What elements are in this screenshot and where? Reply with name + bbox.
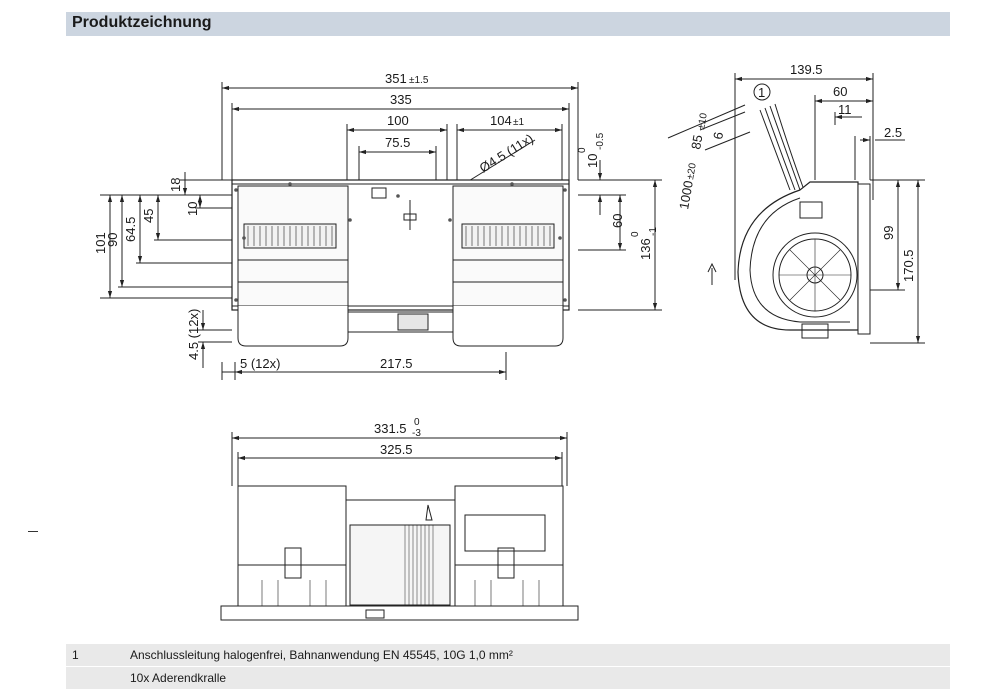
legend-text: Anschlussleitung halogenfrei, Bahnanwend…: [124, 644, 950, 667]
section-title: Produktzeichnung: [72, 14, 212, 31]
dim-10-left: 10: [185, 202, 200, 216]
legend-row: 10x Aderendkralle: [66, 666, 950, 690]
dim-75-5: 75.5: [385, 135, 410, 150]
dim-85: 85: [688, 134, 705, 151]
edge-mark: [28, 531, 38, 532]
callout-1: 1: [758, 85, 765, 100]
dim-331-5: 331.5: [374, 421, 407, 436]
dim-136-tol-lower: -1: [648, 227, 659, 236]
dim-64-5: 64.5: [123, 217, 138, 242]
dim-331-5-tol-lower: -3: [412, 428, 421, 439]
product-drawing: 351 ±1.5 335 100 75.5 104 ±1 Ø4.5 (11x) …: [93, 62, 925, 621]
dim-101: 101: [93, 232, 108, 254]
dim-104-tol: ±1: [513, 117, 524, 128]
dim-10-tol-lower: -0.5: [595, 132, 606, 150]
dim-hole: Ø4.5 (11x): [477, 131, 536, 176]
dim-170-5: 170.5: [901, 249, 916, 282]
dim-1000: 1000: [676, 179, 696, 210]
dim-11: 11: [838, 102, 852, 117]
front-view: [100, 82, 662, 380]
legend-text: 10x Aderendkralle: [124, 666, 950, 690]
legend-number: [66, 666, 124, 690]
dim-85-tol: ±10: [696, 112, 710, 131]
dim-2-5: 2.5: [884, 125, 902, 140]
dim-45: 45: [141, 209, 156, 223]
dim-5: 5 (12x): [240, 356, 280, 371]
dim-60-side: 60: [833, 84, 847, 99]
dim-90: 90: [105, 233, 120, 247]
side-view: [667, 73, 925, 344]
dim-331-5-tol-upper: 0: [414, 417, 420, 428]
legend-table: 1 Anschlussleitung halogenfrei, Bahnanwe…: [66, 644, 950, 690]
dim-6: 6: [710, 131, 726, 141]
dim-60: 60: [610, 214, 625, 228]
dim-104: 104: [490, 113, 512, 128]
bottom-view: [220, 432, 579, 621]
dim-10-tol-upper: 0: [577, 147, 588, 153]
legend-number: 1: [66, 644, 124, 667]
dim-217-5: 217.5: [380, 356, 413, 371]
dim-18: 18: [168, 178, 183, 192]
dim-136: 136: [638, 238, 653, 260]
dim-351: 351: [385, 71, 407, 86]
dim-4-5: 4.5 (12x): [186, 309, 201, 360]
section-header: Produktzeichnung: [66, 12, 950, 36]
dim-351-tol: ±1.5: [409, 75, 429, 86]
dim-100: 100: [387, 113, 409, 128]
legend-row: 1 Anschlussleitung halogenfrei, Bahnanwe…: [66, 644, 950, 667]
dim-1000-tol: ±20: [685, 162, 699, 181]
dim-325-5: 325.5: [380, 442, 413, 457]
dim-139-5: 139.5: [790, 62, 823, 77]
dim-10: 10: [585, 154, 600, 168]
dim-335: 335: [390, 92, 412, 107]
dim-99: 99: [881, 226, 896, 240]
dim-136-tol-upper: 0: [630, 231, 641, 237]
